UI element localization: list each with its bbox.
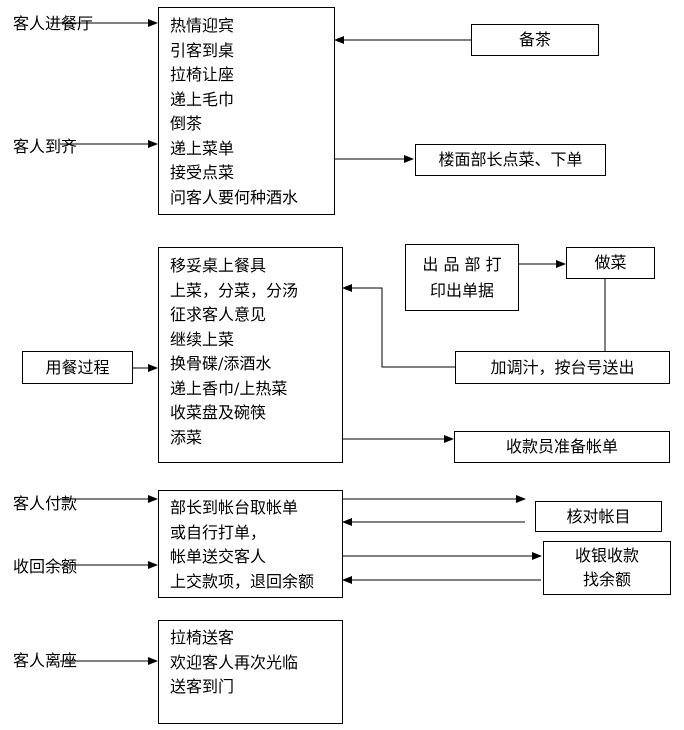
cashier-collect-box: 收银收款 找余额 — [543, 541, 671, 595]
step: 继续上菜 — [170, 329, 235, 349]
step: 移妥桌上餐具 — [170, 256, 267, 275]
step: 或自行打单， — [170, 522, 267, 542]
step: 递上菜单 — [170, 138, 235, 158]
step: 拉椅送客 — [170, 628, 235, 647]
cashier-collect-text-1: 收银收款 — [574, 546, 639, 565]
cashier-collect-text-2: 找余额 — [582, 570, 631, 589]
step: 问客人要何种酒水 — [170, 187, 299, 207]
floor-manager-order-box: 楼面部长点菜、下单 — [415, 144, 606, 176]
farewell-steps-box: 拉椅送客 欢迎客人再次光临 送客到门 — [158, 620, 343, 724]
arrow-sauce-back — [342, 284, 455, 368]
kitchen-print-box: 出 品 部 打 印出单据 — [405, 244, 519, 311]
dining-steps-box: 移妥桌上餐具 上菜，分菜，分汤 征求客人意见 继续上菜 换骨碟/添酒水 递上香巾… — [158, 247, 343, 463]
welcome-steps-box: 热情迎宾 引客到桌 拉椅让座 递上毛巾 倒茶 递上菜单 接受点菜 问客人要何种酒… — [158, 7, 335, 215]
step: 递上香巾/上热菜 — [170, 378, 288, 398]
step: 上菜，分菜，分汤 — [170, 280, 299, 300]
step: 换骨碟/添酒水 — [170, 354, 272, 373]
label-guest-pay: 客人付款 — [13, 494, 78, 513]
prepare-tea-box: 备茶 — [471, 24, 599, 56]
step: 热情迎宾 — [170, 16, 235, 35]
step: 部长到帐台取帐单 — [170, 498, 299, 517]
check-account-text: 核对帐目 — [566, 506, 631, 526]
cashier-bill-text: 收款员准备帐单 — [505, 437, 618, 456]
kitchen-print-text-1: 出 品 部 打 — [422, 254, 502, 274]
sauce-serve-text: 加调汁，按台号送出 — [490, 357, 635, 377]
label-guests-arrived: 客人到齐 — [13, 137, 78, 156]
label-guest-enter: 客人进餐厅 — [13, 14, 94, 33]
payment-steps-box: 部长到帐台取帐单 或自行打单， 帐单送交客人 上交款项，退回余额 — [158, 490, 343, 598]
cook-text: 做菜 — [594, 253, 627, 272]
cashier-bill-box: 收款员准备帐单 — [454, 431, 670, 463]
prepare-tea-text: 备茶 — [518, 30, 551, 49]
dining-process-text: 用餐过程 — [45, 357, 110, 377]
step: 帐单送交客人 — [170, 547, 267, 566]
step: 倒茶 — [170, 114, 203, 133]
step: 接受点菜 — [170, 163, 235, 182]
step: 递上毛巾 — [170, 89, 235, 109]
step: 欢迎客人再次光临 — [170, 652, 299, 672]
step: 收菜盘及碗筷 — [170, 403, 267, 422]
sauce-serve-box: 加调汁，按台号送出 — [455, 351, 670, 384]
cook-box: 做菜 — [566, 247, 655, 279]
label-return-change: 收回余额 — [13, 557, 78, 576]
kitchen-print-text-2: 印出单据 — [429, 280, 494, 300]
step: 添菜 — [170, 427, 203, 447]
step: 上交款项，退回余额 — [170, 571, 315, 591]
check-account-box: 核对帐目 — [535, 501, 662, 532]
floor-manager-order-text: 楼面部长点菜、下单 — [438, 150, 583, 169]
step: 拉椅让座 — [170, 65, 235, 84]
step: 征求客人意见 — [170, 305, 267, 324]
step: 引客到桌 — [170, 40, 235, 60]
step: 送客到门 — [170, 677, 235, 696]
label-guest-leave: 客人离座 — [13, 651, 78, 670]
dining-process-box: 用餐过程 — [22, 351, 133, 384]
